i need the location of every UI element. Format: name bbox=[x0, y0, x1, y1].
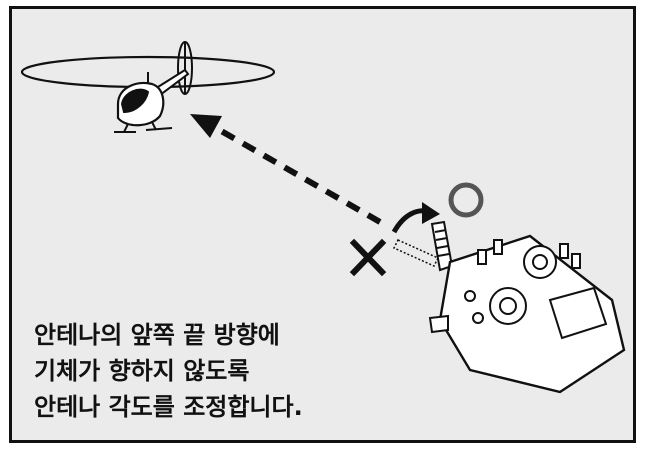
instruction-line-3: 안테나 각도를 조정합니다. bbox=[34, 393, 303, 421]
rotate-arrow-icon bbox=[391, 202, 440, 234]
antenna-old-position bbox=[392, 239, 440, 267]
instruction-line-2: 기체가 향하지 않도록 bbox=[34, 357, 250, 385]
signal-direction-arrow bbox=[190, 114, 382, 225]
correct-circle-icon bbox=[448, 182, 484, 218]
helicopter-icon bbox=[20, 41, 276, 133]
incorrect-x-icon bbox=[349, 238, 387, 277]
instruction-line-1: 안테나의 앞쪽 끝 방향에 bbox=[34, 321, 280, 349]
instruction-text: 안테나의 앞쪽 끝 방향에 기체가 향하지 않도록 안테나 각도를 조정합니다. bbox=[34, 317, 394, 425]
transmitter-icon bbox=[428, 220, 626, 394]
